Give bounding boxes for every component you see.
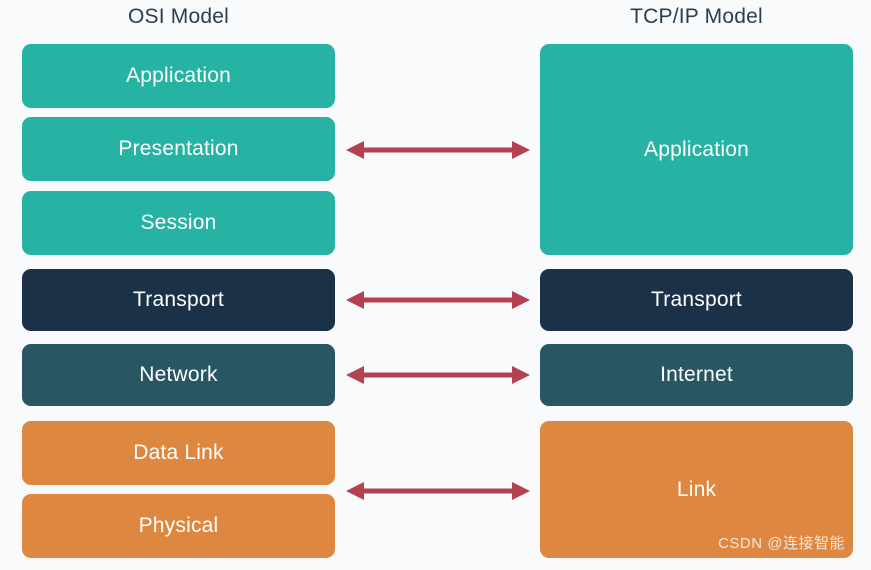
arrow-presentation-to-application — [344, 139, 532, 161]
osi-layer-data-link: Data Link — [22, 421, 335, 485]
arrow-datalink-physical-to-link — [344, 480, 532, 502]
arrow-transport-to-transport — [344, 289, 532, 311]
osi-layer-physical: Physical — [22, 494, 335, 558]
tcpip-layer-transport: Transport — [540, 269, 853, 331]
osi-layer-presentation: Presentation — [22, 117, 335, 181]
osi-layer-transport: Transport — [22, 269, 335, 331]
arrow-network-to-internet — [344, 364, 532, 386]
tcpip-model-title: TCP/IP Model — [630, 5, 763, 28]
tcpip-layer-internet: Internet — [540, 344, 853, 406]
csdn-watermark: CSDN @连接智能 — [718, 535, 845, 552]
tcpip-layer-application: Application — [540, 44, 853, 255]
osi-layer-application: Application — [22, 44, 335, 108]
osi-layer-network: Network — [22, 344, 335, 406]
osi-layer-session: Session — [22, 191, 335, 255]
osi-model-title: OSI Model — [127, 5, 229, 28]
